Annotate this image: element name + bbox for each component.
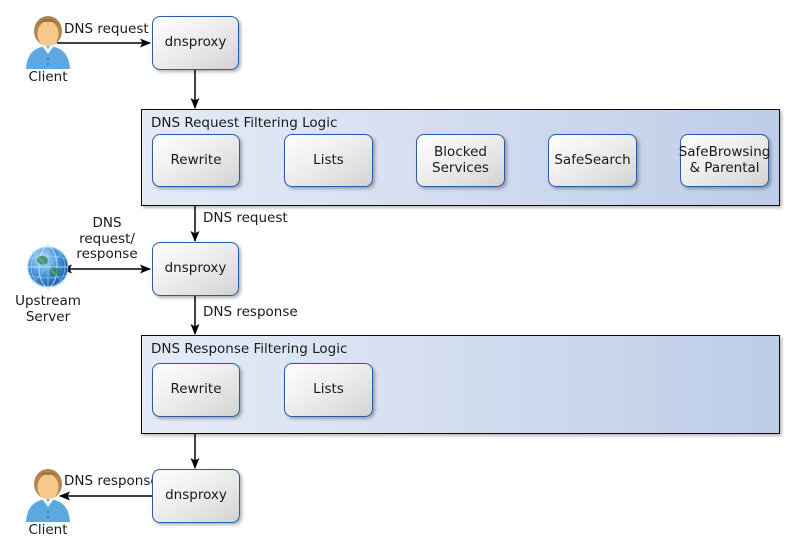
dnsproxy-label-2: dnsproxy [164,260,227,277]
client-bottom-label: Client [28,522,68,538]
edge-label-dnsproxy2-to-response-group: DNS response [203,304,298,320]
node-safesearch[interactable]: SafeSearch [548,134,637,187]
dnsproxy-label-1: dnsproxy [164,34,227,51]
user-avatar-icon [26,469,70,522]
dns-response-filtering-title: DNS Response Filtering Logic [151,341,348,357]
node-rewrite-request-label: Rewrite [170,151,222,168]
node-rewrite-request[interactable]: Rewrite [152,134,240,187]
edge-label-client-to-dnsproxy1: DNS request [64,21,149,37]
node-lists-request-label: Lists [313,151,344,168]
edge-label-upstream-line1: DNS [92,215,122,231]
dnsproxy-box-3[interactable]: dnsproxy [152,469,240,523]
node-blocked-services[interactable]: Blocked Services [416,134,505,187]
dnsproxy-box-1[interactable]: dnsproxy [152,16,239,70]
node-blocked-services-label-line2: Services [432,159,489,176]
user-avatar-icon [26,16,70,69]
globe-icon [27,243,69,291]
node-blocked-services-label-line1: Blocked [434,143,487,160]
upstream-server-label-line1: Upstream [15,293,81,309]
upstream-server-label: Upstream Server [4,293,92,325]
edge-label-upstream-line3: response [76,246,138,263]
dns-response-filtering-group: DNS Response Filtering Logic [141,335,780,434]
edge-label-dnsproxy1-to-request-group: DNS request [203,210,288,226]
node-rewrite-response-label: Rewrite [170,381,222,398]
dnsproxy-label-3: dnsproxy [165,487,227,504]
edge-label-upstream-line2: request/ [79,230,135,247]
edge-label-dnsproxy3-to-client: DNS response [64,473,159,489]
node-lists-request[interactable]: Lists [284,134,373,187]
node-safebrowsing-label-line2: & Parental [689,159,760,176]
node-safebrowsing-label-line1: SafeBrowsing [678,143,771,160]
edge-label-upstream-dnsproxy2: DNS request/ response [66,215,148,263]
node-safebrowsing-parental[interactable]: SafeBrowsing & Parental [678,134,771,187]
node-lists-response[interactable]: Lists [284,363,373,417]
upstream-server-label-line2: Server [25,308,71,325]
client-top-label: Client [28,69,68,85]
node-lists-response-label: Lists [313,381,344,398]
dns-request-filtering-title: DNS Request Filtering Logic [151,115,338,131]
node-safesearch-label: SafeSearch [554,151,631,168]
dnsproxy-box-2[interactable]: dnsproxy [152,242,239,296]
node-rewrite-response[interactable]: Rewrite [152,363,240,417]
